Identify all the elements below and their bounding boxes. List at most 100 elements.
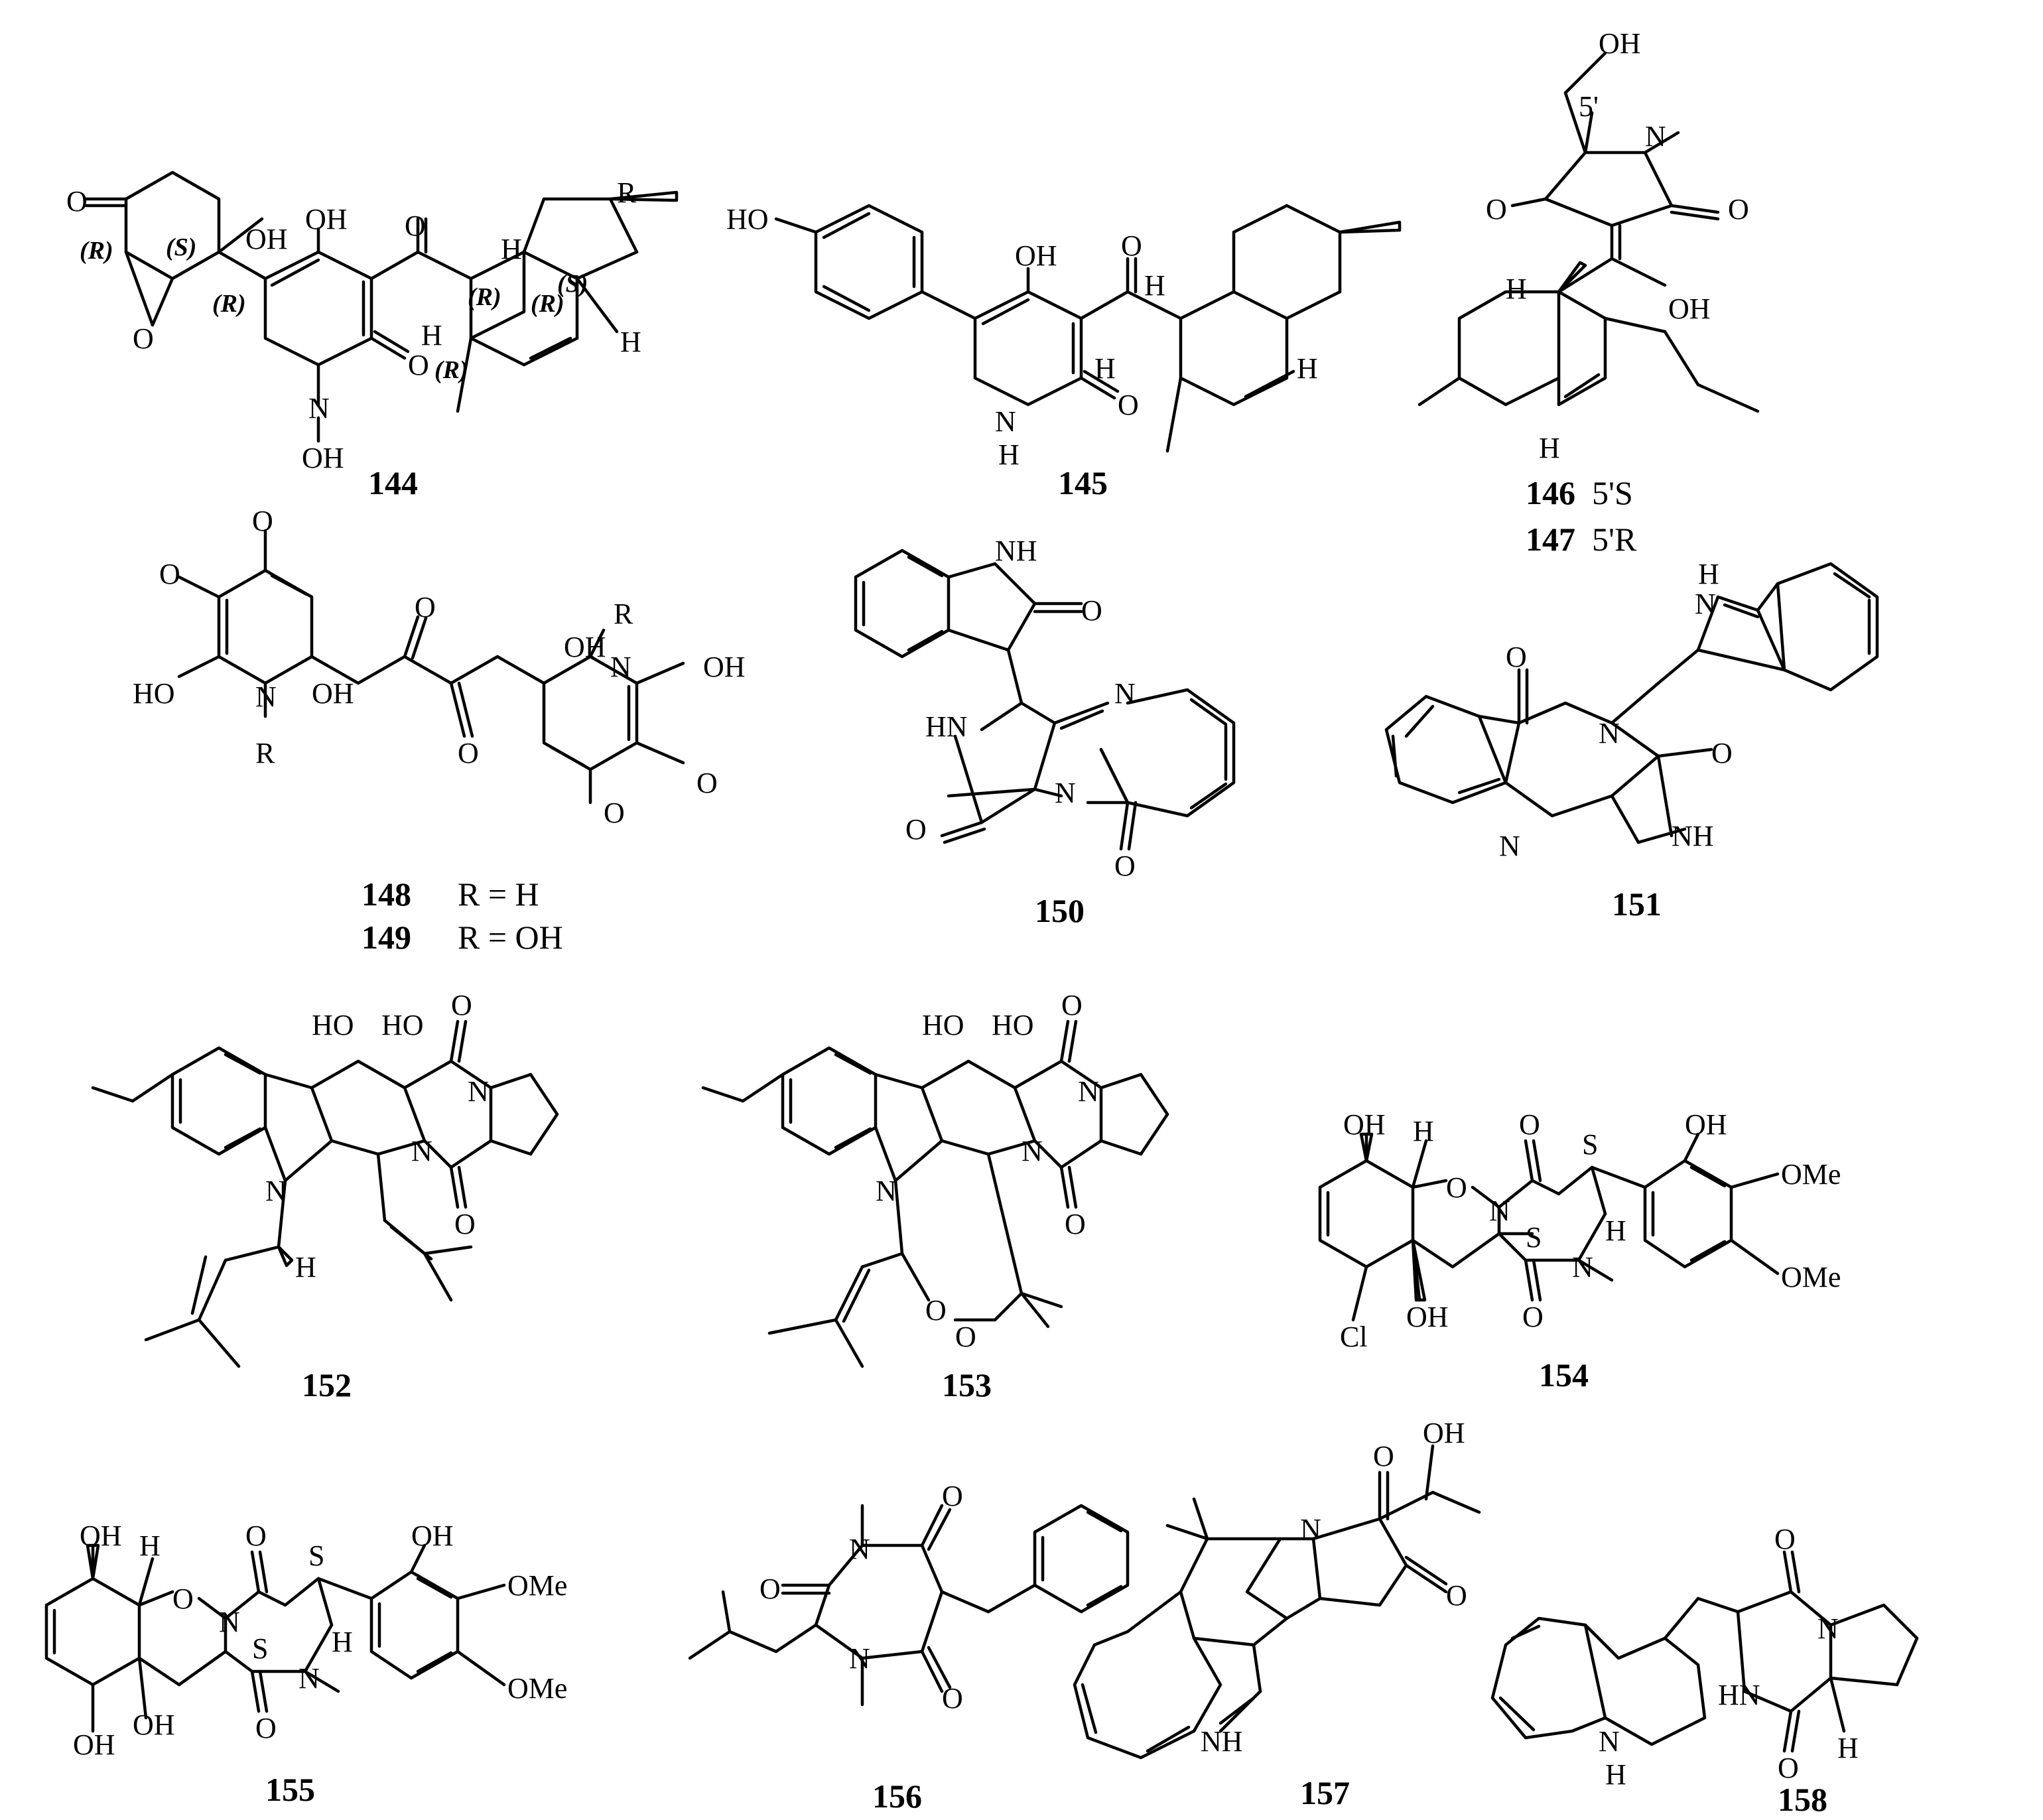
labels-151: H N O N O NH N 151 (1499, 558, 1733, 923)
atom-label: HN (925, 710, 968, 743)
atom-label: O (1061, 989, 1083, 1021)
atom-label: N (1022, 1135, 1043, 1167)
atom-label: O (1506, 641, 1527, 673)
atom-label: H (1698, 558, 1719, 590)
atom-label: OH (245, 223, 288, 255)
compound-id: 147 (1526, 521, 1575, 558)
atom-label: HO (312, 1009, 354, 1041)
stereo-label: (R) (80, 237, 113, 265)
atom-label: HO (381, 1009, 424, 1041)
atom-label: S (308, 1539, 324, 1572)
compound-id: 145 (1058, 464, 1108, 501)
structure-148-149 (177, 529, 685, 805)
atom-label: O (415, 591, 436, 623)
atom-label: O (172, 1583, 194, 1615)
atom-label: H (1144, 269, 1165, 302)
atom-label: OH (73, 1728, 115, 1761)
atom-label: H (501, 233, 522, 265)
labels-154: OH H O N O S S H N O OH Cl OH OMe OMe 15… (1340, 1108, 1841, 1394)
atom-label: O (942, 1682, 963, 1715)
atom-label: OH (1685, 1108, 1727, 1141)
atom-label: H (1094, 352, 1116, 385)
atom-label: H (998, 438, 1020, 471)
atom-label: NH (1672, 820, 1714, 852)
atom-label: N (1055, 777, 1076, 809)
atom-label: OH (302, 442, 344, 474)
atom-label: S (252, 1632, 268, 1665)
atom-label: O (1446, 1171, 1467, 1204)
atom-label: NH (995, 535, 1037, 567)
atom-label: OH (1343, 1108, 1386, 1141)
compound-id: 157 (1300, 1774, 1350, 1811)
atom-label: H (421, 319, 442, 352)
atom-label: O (255, 1712, 277, 1744)
structure-151 (1384, 562, 1879, 844)
compound-id: 155 (265, 1771, 315, 1808)
atom-label: OH (1423, 1417, 1465, 1449)
compound-id: 149 (362, 919, 411, 956)
atom-label: N (1572, 1251, 1593, 1283)
atom-label: OH (411, 1520, 454, 1552)
atom-label: N (995, 405, 1016, 438)
atom-label: O (245, 1520, 267, 1552)
atom-label: O (1774, 1523, 1796, 1555)
atom-label: O (1522, 1301, 1544, 1333)
structure-150 (854, 549, 1236, 851)
compound-id: 152 (302, 1366, 352, 1403)
atom-label: OH (1668, 292, 1711, 325)
atom-label: H (139, 1529, 161, 1562)
stereo-label: (R) (212, 290, 246, 318)
atom-label: O (905, 813, 927, 846)
atom-label: OH (1599, 27, 1641, 60)
atom-label: N (411, 1135, 432, 1167)
compound-caption: R = OH (458, 919, 563, 956)
atom-label: H (1413, 1115, 1434, 1147)
structure-146-147 (1417, 51, 1760, 413)
atom-label: R (617, 176, 637, 209)
structure-157 (1073, 1444, 1481, 1760)
labels-156: O N O O N 156 (759, 1480, 963, 1815)
atom-label: N (1114, 677, 1136, 710)
atom-label: O (604, 797, 625, 829)
atom-label: N (219, 1606, 240, 1638)
atom-label: OH (703, 651, 746, 683)
compound-id: 153 (942, 1366, 992, 1403)
atom-label: N (1300, 1513, 1321, 1545)
atom-label: O (759, 1573, 781, 1605)
structure-158 (1490, 1550, 1919, 1753)
structure-153 (701, 1019, 1169, 1368)
atom-label: OMe (1781, 1261, 1841, 1293)
atom-label: N (610, 651, 631, 683)
atom-label: N (1499, 830, 1520, 862)
atom-label: H (1605, 1758, 1626, 1791)
labels-150: NH O HN N N O O 150 (905, 535, 1136, 929)
atom-label: O (1486, 193, 1507, 226)
labels-157: O OH N O NH 157 (1201, 1417, 1467, 1811)
atom-label: N (298, 1662, 320, 1695)
structure-156 (688, 1504, 1130, 1707)
atom-label: O (451, 989, 472, 1021)
atom-label: N (1817, 1612, 1839, 1645)
atom-label: H (1539, 432, 1560, 464)
compound-caption: 5'S (1592, 474, 1633, 511)
atom-label: H (332, 1626, 353, 1658)
atom-label: R (614, 598, 633, 630)
labels-155: OH H O N O S S H N O OH OH OH OMe OMe 15… (73, 1520, 567, 1808)
atom-label: O (66, 185, 88, 218)
atom-label: N (849, 1533, 870, 1565)
atom-label: NH (1201, 1725, 1243, 1758)
atom-label: O (942, 1480, 963, 1512)
atom-label: O (696, 767, 718, 799)
atom-label: HN (1718, 1679, 1760, 1711)
compound-id: 158 (1778, 1781, 1827, 1818)
atom-label: N (1599, 717, 1620, 749)
structure-152 (91, 1019, 559, 1368)
labels-152: HO HO O N N N O H 152 (265, 989, 489, 1403)
atom-label: O (1728, 193, 1749, 226)
stereo-label: (R) (468, 283, 501, 311)
atom-label: R (255, 737, 275, 769)
compound-caption: R = H (458, 876, 539, 913)
atom-label: N (1489, 1195, 1510, 1227)
atom-label: H (1506, 273, 1527, 305)
